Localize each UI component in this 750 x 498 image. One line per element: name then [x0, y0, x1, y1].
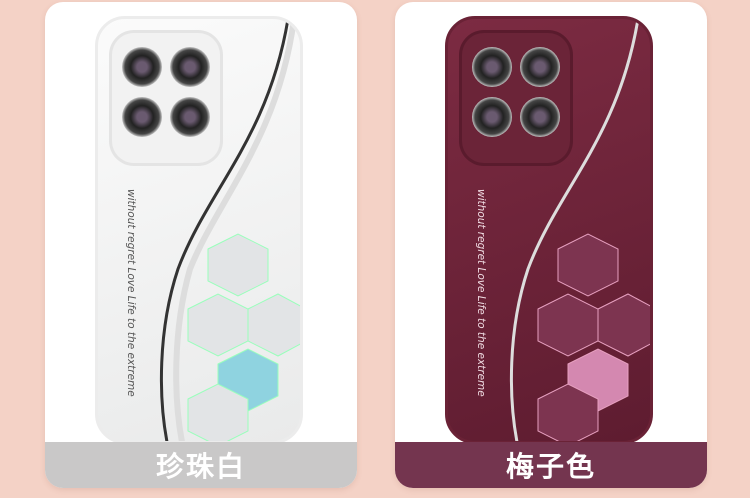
- camera-lens-icon: [122, 47, 162, 87]
- camera-lens-icon: [122, 97, 162, 137]
- camera-lens-icon: [472, 97, 512, 137]
- phone-case-image: without regret Love Life to the extreme: [95, 16, 303, 444]
- slogan-line-2: Love Life to the extreme: [475, 267, 487, 397]
- camera-lens-icon: [170, 97, 210, 137]
- product-card-plum[interactable]: without regret Love Life to the extreme …: [395, 2, 707, 488]
- camera-lens-icon: [520, 47, 560, 87]
- hexagon-pattern: [509, 19, 650, 441]
- camera-module: [462, 33, 570, 163]
- product-card-pearl-white[interactable]: without regret Love Life to the extreme …: [45, 2, 357, 488]
- camera-lens-icon: [472, 47, 512, 87]
- color-label: 梅子色: [395, 442, 707, 488]
- camera-lens-icon: [170, 47, 210, 87]
- slogan-line-1: without regret: [125, 189, 137, 265]
- slogan-line-1: without regret: [475, 189, 487, 265]
- slogan-line-2: Love Life to the extreme: [125, 267, 137, 397]
- slogan-text: without regret Love Life to the extreme: [124, 189, 138, 397]
- slogan-text: without regret Love Life to the extreme: [474, 189, 488, 397]
- hexagon-pattern: [159, 19, 300, 441]
- color-label: 珍珠白: [45, 442, 357, 488]
- camera-module: [112, 33, 220, 163]
- phone-case-image: without regret Love Life to the extreme: [445, 16, 653, 444]
- camera-lens-icon: [520, 97, 560, 137]
